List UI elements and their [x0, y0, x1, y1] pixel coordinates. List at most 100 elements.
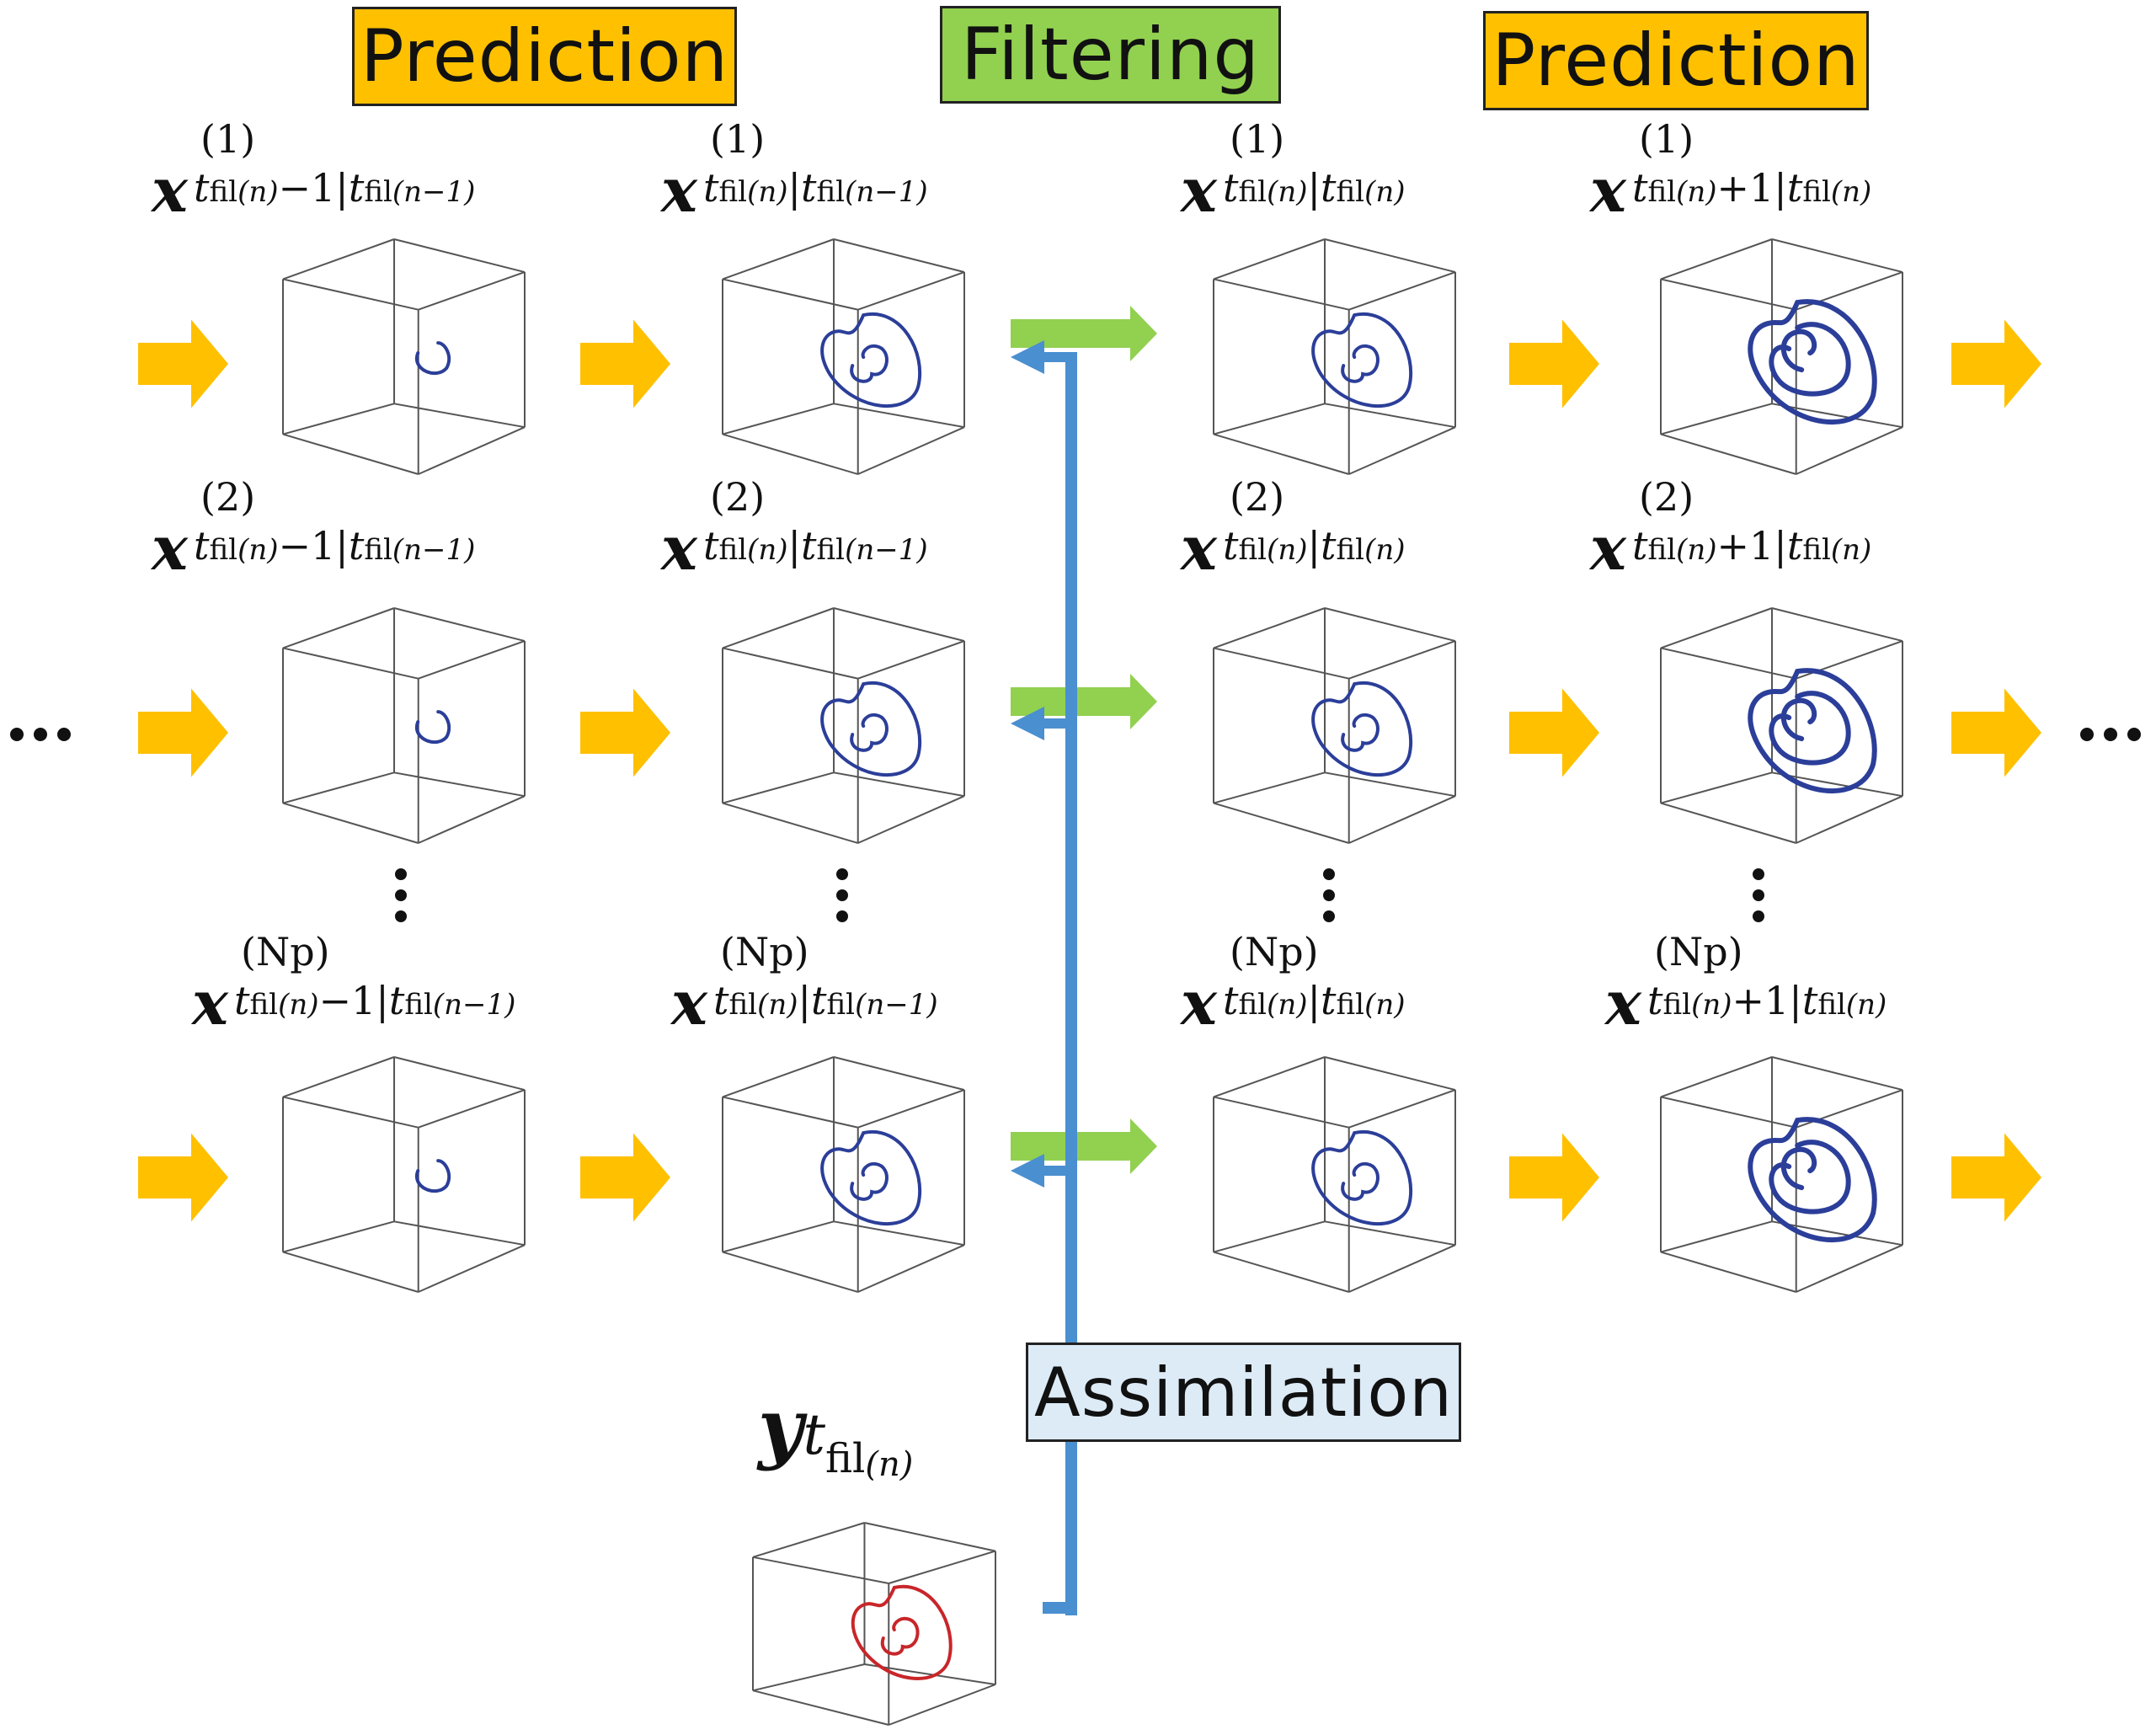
assimilation-arrow-head-r1: [1011, 707, 1044, 740]
particle-label-r1-c2: x(2)tfil(n)|tfil(n): [1181, 478, 1406, 611]
particle-index: (1): [710, 116, 766, 162]
filtering-arrow-r0: [1011, 306, 1157, 361]
time-subscript: tfil(n)|tfil(n−1): [703, 165, 928, 211]
time-subscript: tfil(n)−1|tfil(n−1): [234, 978, 516, 1023]
cube-edge: [1660, 238, 1773, 280]
cube-edge: [1348, 271, 1456, 311]
cube-edge: [282, 238, 395, 280]
prediction-arrow-r1-3: [1951, 688, 2041, 777]
particle-trajectory-r2-c0: [414, 1159, 451, 1193]
particle-index: (Np): [720, 929, 809, 974]
cube-edge: [418, 1244, 526, 1293]
cube-edge: [722, 1251, 859, 1293]
particle-label-r0-c1: x(1)tfil(n)|tfil(n−1): [661, 120, 928, 253]
particle-index: (2): [200, 474, 256, 520]
cube-edge: [1324, 1056, 1456, 1092]
particle-index: (Np): [1654, 929, 1743, 974]
cube-edge: [1660, 802, 1797, 844]
cube-edge: [418, 271, 526, 311]
particle-label-r1-c0: x(2)tfil(n)−1|tfil(n−1): [152, 478, 475, 611]
cube-edge: [722, 403, 835, 435]
cube-edge: [752, 1690, 889, 1726]
cube-edge: [864, 1522, 996, 1552]
cube-edge: [1771, 403, 1903, 429]
ellipsis-dot-0-0: [10, 728, 24, 741]
cube-edge: [1213, 1220, 1326, 1253]
cube-edge: [752, 1556, 889, 1584]
time-subscript: tfil(n)+1|tfil(n): [1632, 523, 1872, 569]
particle-index: (2): [1639, 474, 1694, 520]
particle-cube-r2-c2: [1213, 1056, 1456, 1293]
cube-edge: [1213, 647, 1349, 680]
vertical-ellipsis-dot-c0-1: [395, 889, 407, 901]
phase-filtering: Filtering: [940, 6, 1281, 104]
cube-edge: [282, 607, 395, 649]
particle-cube-r1-c2: [1213, 607, 1456, 844]
prediction-arrow-r1-1: [580, 688, 670, 777]
assimilation-arrow-shaft-r0: [1041, 352, 1077, 362]
vertical-ellipsis-dot-c1-2: [836, 910, 848, 922]
particle-index: (Np): [1230, 929, 1319, 974]
cube-edge: [722, 1056, 835, 1098]
cube-edge: [1771, 238, 1903, 274]
phase-prediction-left-label: Prediction: [360, 14, 729, 99]
particle-trajectory-r2-c2: [1311, 1129, 1413, 1225]
particle-label-r0-c2: x(1)tfil(n)|tfil(n): [1181, 120, 1406, 253]
ellipsis-dot-1-2: [2127, 728, 2141, 741]
cube-edge: [857, 426, 965, 475]
cube-edge: [282, 1056, 395, 1098]
cube-edge: [282, 771, 395, 804]
cube-edge: [857, 640, 965, 680]
filtering-arrow-r1: [1011, 674, 1157, 729]
cube-edge: [1324, 403, 1456, 429]
cube-edge: [857, 271, 965, 311]
cube-edge: [1660, 403, 1773, 435]
cube-edge: [1796, 795, 1903, 844]
state-var: x: [192, 967, 228, 1038]
cube-edge: [857, 1089, 965, 1129]
particle-trajectory-r2-c3: [1748, 1117, 1877, 1242]
prediction-arrow-r0-2: [1509, 319, 1599, 408]
cube-edge: [1213, 278, 1349, 311]
cube-edge: [1796, 426, 1903, 475]
observation-label: ytfil(n): [758, 1388, 913, 1481]
particle-cube-r2-c0: [282, 1056, 526, 1293]
cube-edge: [282, 1096, 419, 1129]
cube-edge: [393, 1056, 526, 1092]
state-var: x: [152, 154, 188, 226]
vertical-ellipsis-dot-c3-1: [1753, 889, 1764, 901]
phase-prediction-right: Prediction: [1483, 11, 1869, 110]
vertical-ellipsis-dot-c3-2: [1753, 910, 1764, 922]
cube-edge: [722, 238, 835, 280]
particle-index: (2): [1230, 474, 1285, 520]
cube-edge: [282, 403, 395, 435]
cube-edge: [1213, 1096, 1349, 1129]
vertical-ellipsis-dot-c1-1: [836, 889, 848, 901]
observation-time-symbol: t: [803, 1402, 825, 1467]
ellipsis-dot-1-1: [2104, 728, 2117, 741]
cube-edge: [888, 1684, 996, 1726]
particle-index: (Np): [241, 929, 330, 974]
cube-edge: [1324, 1220, 1456, 1247]
observation-index: (n): [865, 1445, 914, 1484]
prediction-arrow-r2-3: [1951, 1133, 2041, 1222]
observation-fil: fil: [825, 1435, 866, 1482]
cube-edge: [1213, 771, 1326, 804]
prediction-arrow-r1-0: [138, 688, 228, 777]
time-subscript: tfil(n)|tfil(n): [1223, 165, 1406, 211]
cube-edge: [1213, 1251, 1350, 1293]
cube-edge: [282, 647, 419, 680]
cube-edge: [393, 607, 526, 643]
particle-index: (1): [1639, 116, 1694, 162]
cube-edge: [418, 426, 526, 475]
cube-edge: [752, 1663, 865, 1692]
state-var: x: [661, 154, 697, 226]
cube-edge: [1348, 426, 1456, 475]
cube-edge: [833, 403, 965, 429]
cube-edge: [1213, 1056, 1326, 1098]
particle-index: (2): [710, 474, 766, 520]
state-var: x: [671, 967, 707, 1038]
prediction-arrow-r1-2: [1509, 688, 1599, 777]
particle-label-r2-c3: x(Np)tfil(n)+1|tfil(n): [1605, 932, 1886, 1065]
particle-trajectory-r1-c1: [820, 681, 922, 777]
